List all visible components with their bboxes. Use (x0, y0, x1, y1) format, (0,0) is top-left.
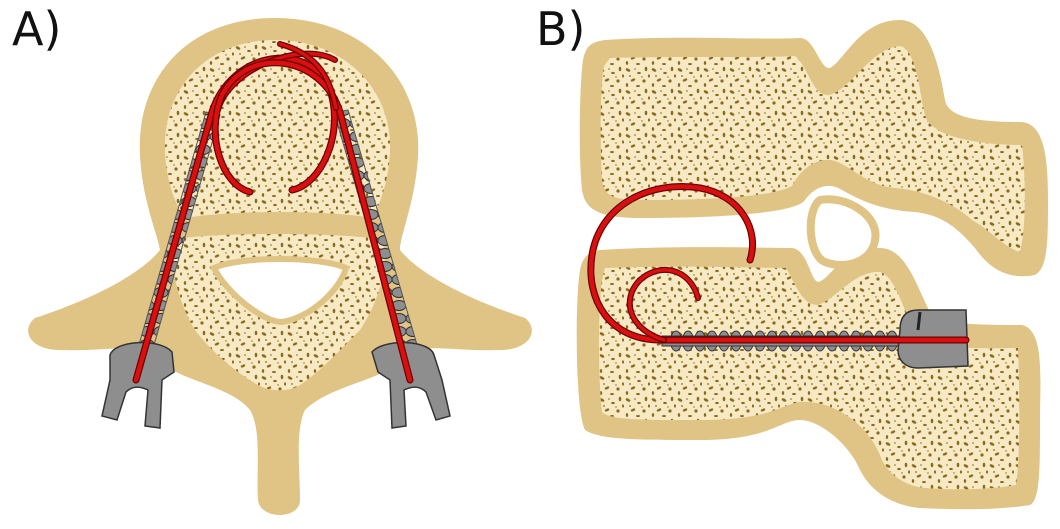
screw-head (372, 343, 450, 428)
vertebra-axial-illustration (28, 18, 532, 515)
panel-label-b: B) (536, 6, 586, 52)
screw-head (102, 343, 174, 428)
intervertebral-foramen (811, 199, 876, 265)
intervertebral-gap (590, 220, 800, 246)
panel-label-a: A) (12, 6, 61, 52)
vertebrae-sagittal-illustration (577, 20, 1048, 509)
